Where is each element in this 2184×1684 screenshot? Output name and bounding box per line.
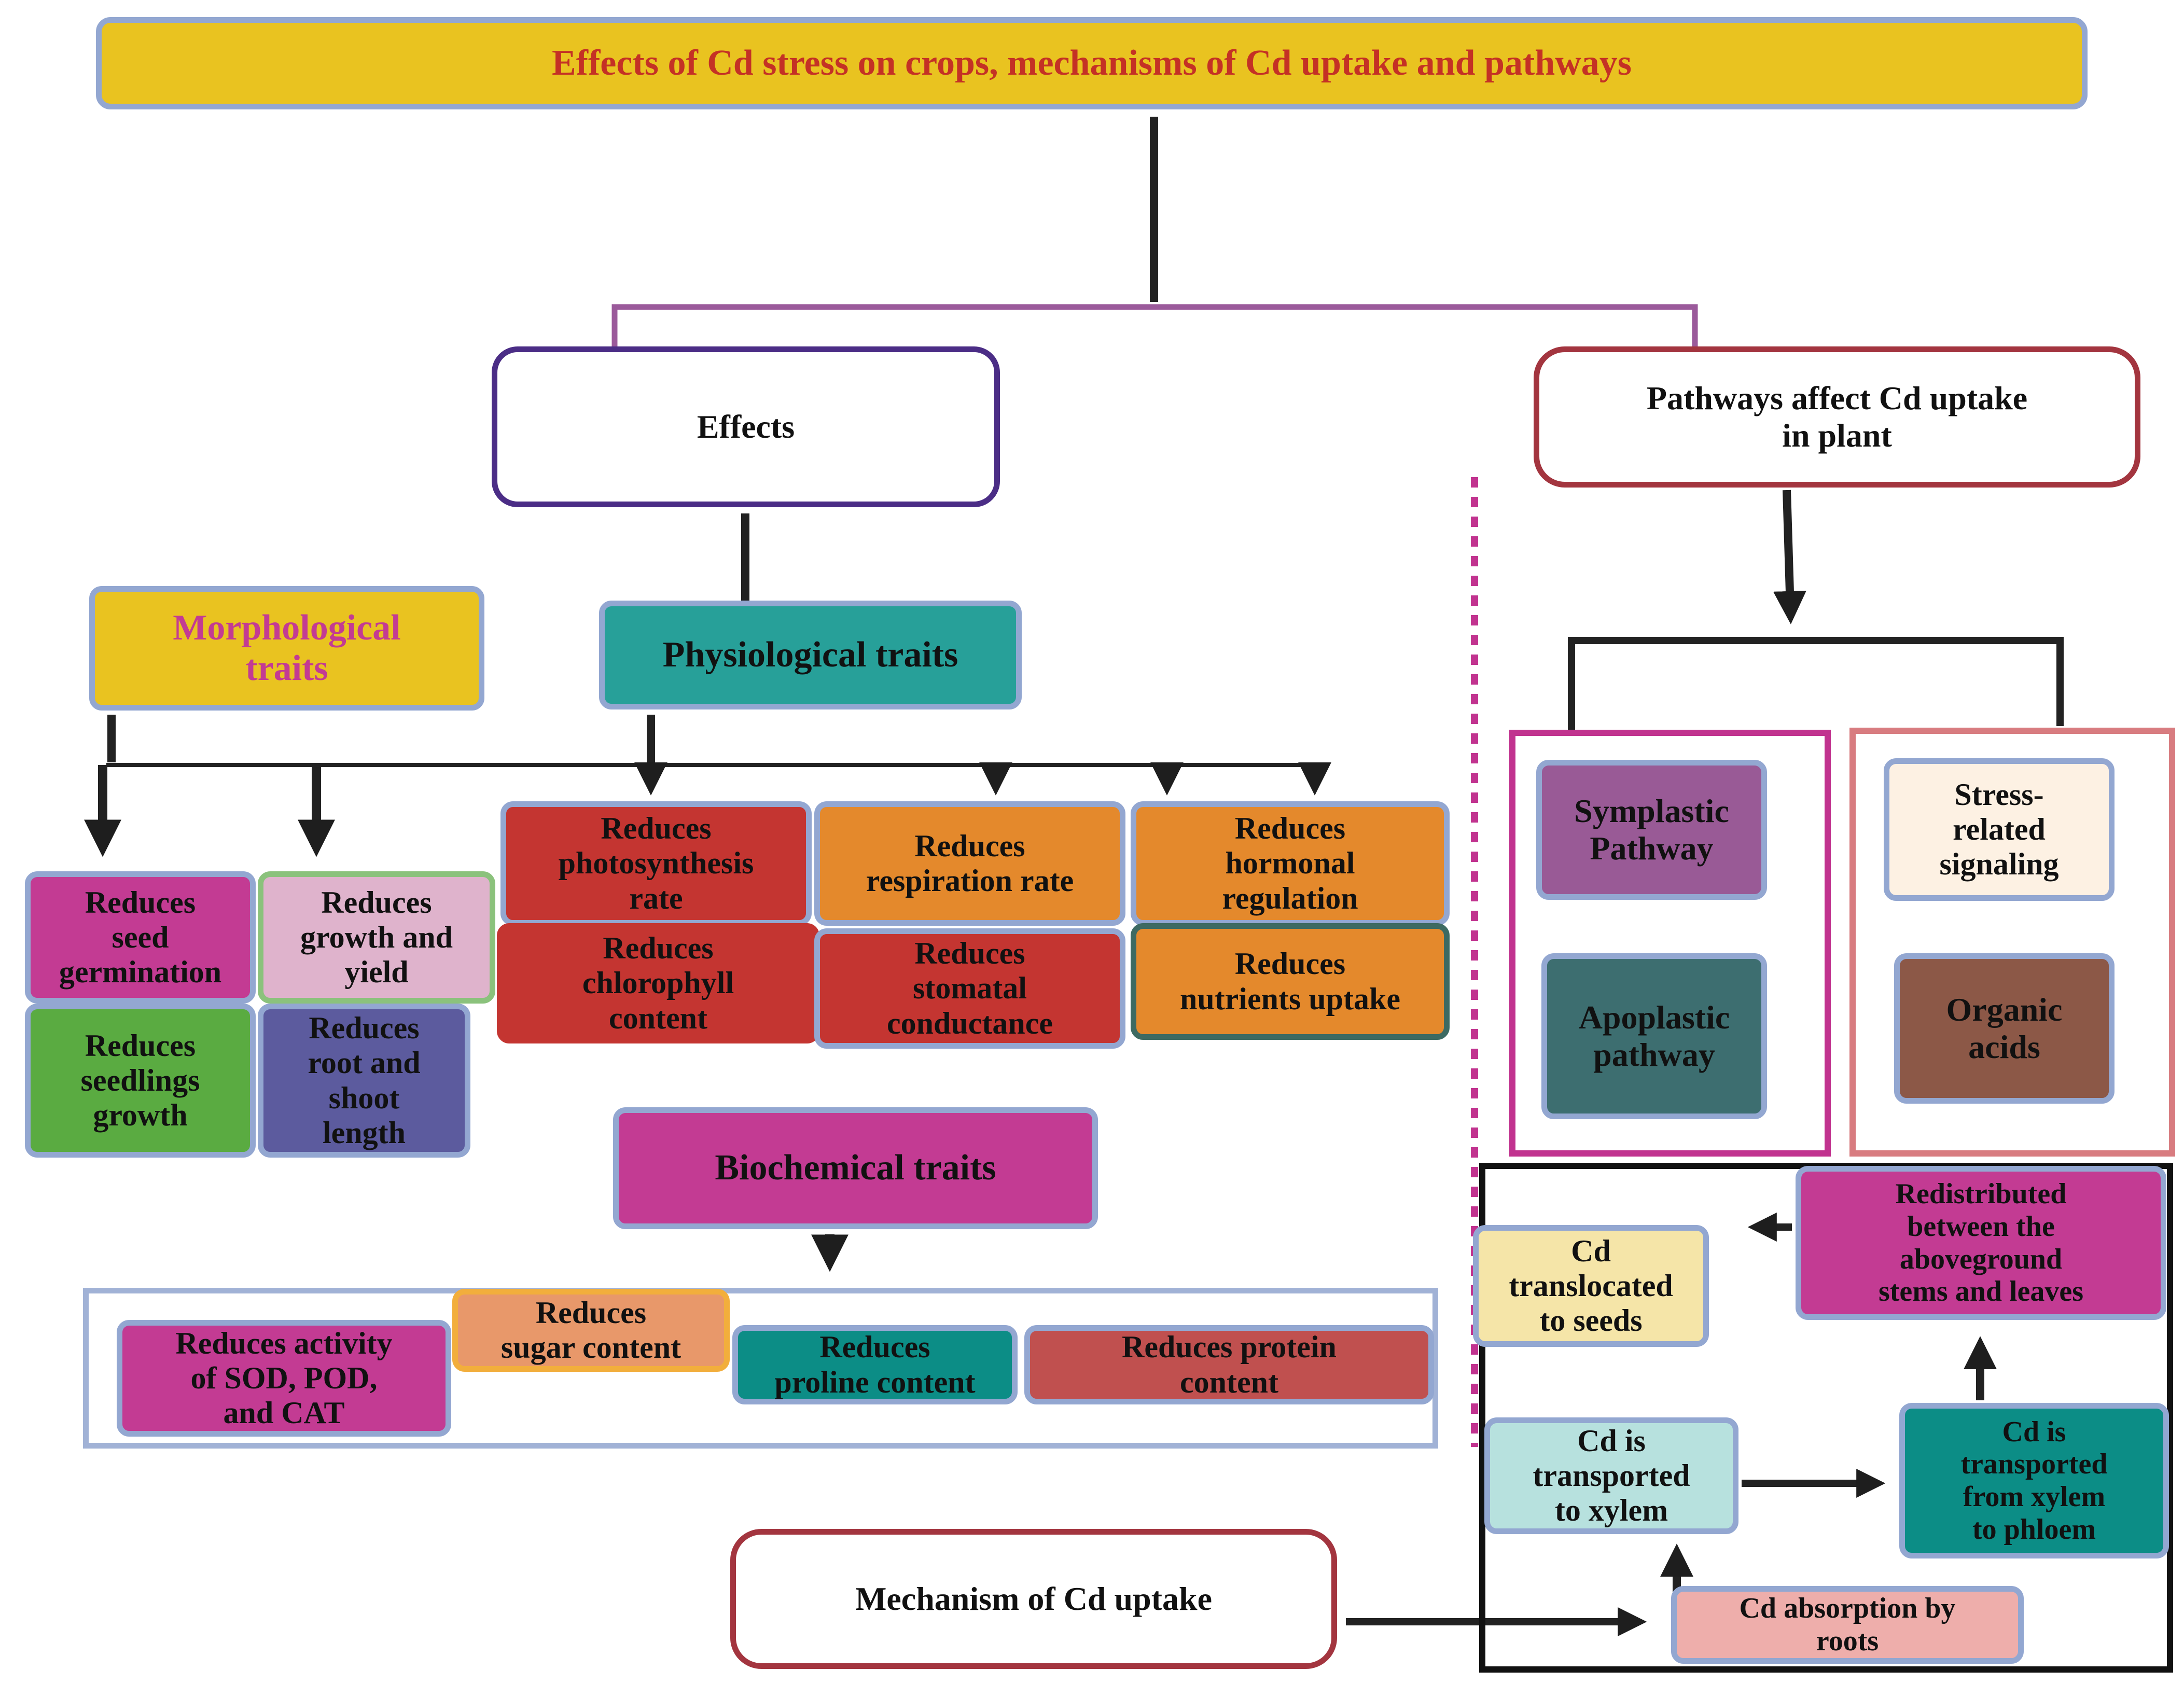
symplastic-apoplastic-frame (1509, 730, 1831, 1157)
respiration-box: Reduces respiration rate (814, 801, 1125, 926)
page-title: Effects of Cd stress on crops, mechanism… (96, 17, 2088, 109)
proline-content-box: Reduces proline content (732, 1325, 1018, 1404)
apoplastic-pathway-box: Apoplastic pathway (1541, 953, 1767, 1119)
biochemical-traits-box: Biochemical traits (613, 1107, 1098, 1229)
redistributed-box: Redistributed between the aboveground st… (1796, 1166, 2166, 1320)
cd-xylem-to-phloem-box: Cd is transported from xylem to phloem (1899, 1403, 2169, 1558)
chlorophyll-box: Reduces chlorophyll content (497, 923, 819, 1043)
pathways-heading-box: Pathways affect Cd uptake in plant (1534, 346, 2140, 488)
sugar-content-box: Reduces sugar content (452, 1289, 730, 1372)
signaling-acids-frame (1849, 728, 2175, 1157)
cd-to-xylem-box: Cd is transported to xylem (1484, 1417, 1738, 1534)
seed-germination-box: Reduces seed germination (25, 871, 256, 1004)
stomatal-box: Reduces stomatal conductance (814, 928, 1125, 1049)
mechanism-heading-box: Mechanism of Cd uptake (730, 1529, 1337, 1669)
photosynthesis-box: Reduces photosynthesis rate (500, 801, 812, 926)
biochemical-frame (83, 1288, 1438, 1449)
nutrients-uptake-box: Reduces nutrients uptake (1131, 923, 1450, 1040)
root-shoot-length-box: Reduces root and shoot length (258, 1004, 470, 1158)
antioxidant-activity-box: Reduces activity of SOD, POD, and CAT (117, 1320, 451, 1437)
cd-absorption-box: Cd absorption by roots (1671, 1586, 2024, 1664)
physiological-traits-box: Physiological traits (599, 601, 1022, 709)
stress-signaling-box: Stress- related signaling (1884, 758, 2115, 901)
symplastic-pathway-box: Symplastic Pathway (1536, 760, 1767, 900)
cd-to-seeds-box: Cd translocated to seeds (1473, 1225, 1709, 1347)
organic-acids-box: Organic acids (1894, 953, 2115, 1104)
morphological-traits-box: Morphological traits (89, 586, 484, 711)
protein-content-box: Reduces protein content (1024, 1325, 1434, 1404)
growth-yield-box: Reduces growth and yield (258, 871, 495, 1004)
effects-box: Effects (492, 346, 1000, 507)
connector-pathway-bracket (1568, 637, 2064, 731)
connector-branch (611, 304, 1698, 346)
hormonal-regulation-box: Reduces hormonal regulation (1131, 801, 1450, 926)
seedlings-growth-box: Reduces seedlings growth (25, 1004, 256, 1158)
arrow-pathways-down (1773, 490, 1806, 624)
